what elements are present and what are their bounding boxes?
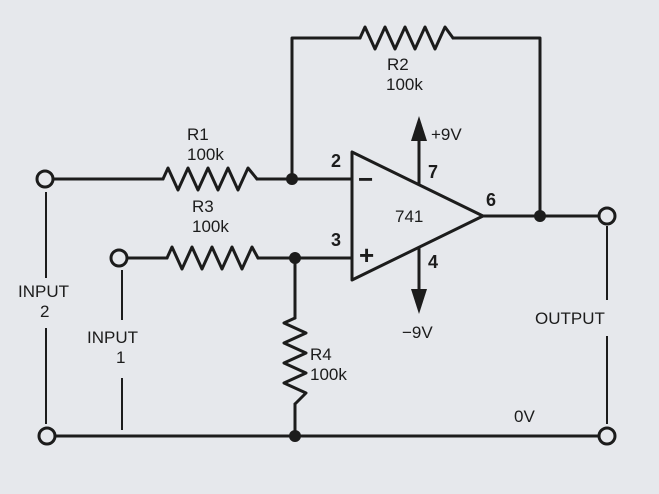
pin-noninverting: 3 xyxy=(331,230,341,250)
junction-dot xyxy=(286,173,298,185)
resistor-r1 xyxy=(161,166,259,192)
opamp-triangle xyxy=(350,150,485,282)
pin-vminus: 4 xyxy=(428,252,438,272)
input2-label-line1: INPUT xyxy=(18,282,69,301)
r3-name: R3 xyxy=(192,197,214,216)
junction-dot xyxy=(289,430,301,442)
input1-label-line2: 1 xyxy=(116,348,125,367)
pin-vplus: 7 xyxy=(428,162,438,182)
arrow-down-icon xyxy=(411,289,427,314)
terminal-ground-right xyxy=(597,426,617,446)
ground-label: 0V xyxy=(514,407,535,426)
input1-label-line1: INPUT xyxy=(87,328,138,347)
junction-dot xyxy=(534,210,546,222)
supply-positive: +9V xyxy=(431,125,462,144)
r1-value: 100k xyxy=(187,145,224,164)
output-label: OUTPUT xyxy=(535,309,605,328)
arrow-up-icon xyxy=(411,116,427,141)
r3-value: 100k xyxy=(192,217,229,236)
terminal-input2 xyxy=(35,169,55,189)
terminal-input1 xyxy=(109,248,129,268)
terminal-ground-left xyxy=(37,426,57,446)
supply-negative: −9V xyxy=(402,323,433,342)
resistor-r4 xyxy=(282,316,308,406)
r1-name: R1 xyxy=(187,125,209,144)
resistor-r2 xyxy=(358,25,455,51)
terminal-output xyxy=(597,206,617,226)
r2-value: 100k xyxy=(386,75,423,94)
input2-label-line2: 2 xyxy=(40,302,49,321)
r2-name: R2 xyxy=(387,55,409,74)
resistor-r3 xyxy=(165,245,260,271)
junction-dot xyxy=(289,252,301,264)
wire-feedback xyxy=(290,36,542,218)
r4-name: R4 xyxy=(310,345,332,364)
pin-inverting: 2 xyxy=(331,151,341,171)
opamp-label: 741 xyxy=(395,207,423,226)
pin-output: 6 xyxy=(486,190,496,210)
noninverting-sign: + xyxy=(359,240,374,270)
inverting-sign: − xyxy=(358,164,373,194)
r4-value: 100k xyxy=(310,365,347,384)
